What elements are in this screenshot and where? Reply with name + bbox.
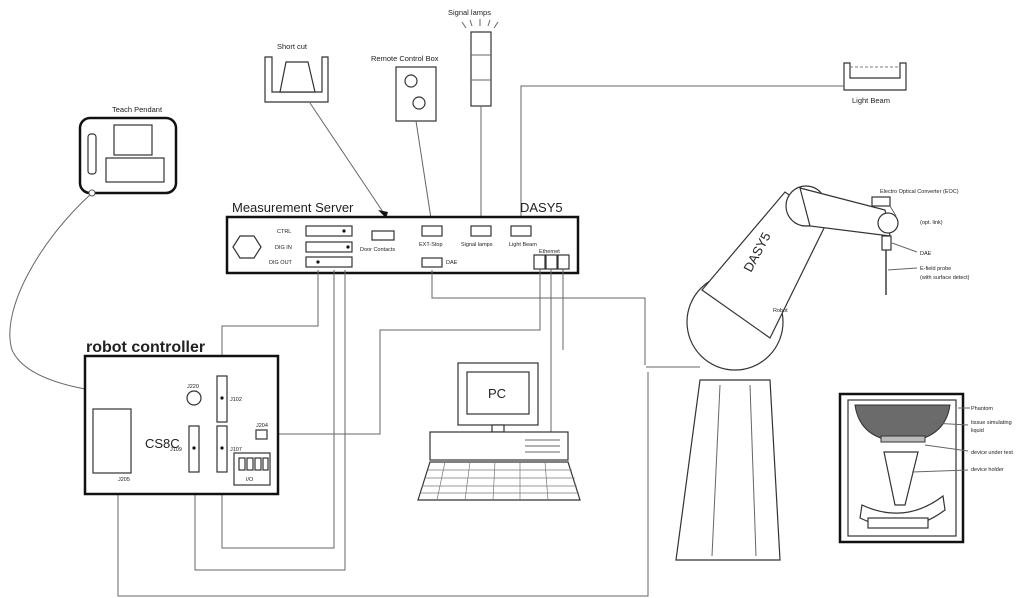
short-cut-label: Short cut [277,42,308,51]
signal-lamps-label: Signal lamps [448,8,491,17]
short-cut-switch-icon [264,56,329,103]
svg-text:CTRL: CTRL [277,229,291,235]
cs8c-label: CS8C [145,436,180,451]
svg-text:J220: J220 [187,384,199,390]
svg-text:Door Contacts: Door Contacts [360,247,395,253]
light-beam-label: Light Beam [852,96,890,105]
teach-pendant: Teach Pendant [9,105,189,399]
device-holder-label: device holder [971,467,1004,473]
robot-controller-label: robot controller [86,339,205,356]
device-under-test-label: device under test [971,450,1013,456]
port-door-contact [371,230,395,241]
port-j204 [255,429,268,440]
signal-lamps: Signal lamps [448,8,499,225]
svg-text:I/O: I/O [246,477,254,483]
e-field-probe-label: E-field probe [920,266,951,272]
svg-text:EXT-Stop: EXT-Stop [419,242,443,248]
measurement-server-label: Measurement Server [232,200,354,215]
controller-module-j205 [92,408,132,474]
svg-text:DAE: DAE [446,260,458,266]
port-ethernet [533,254,570,270]
device-under-test-icon [880,435,926,443]
port-estop [421,225,443,237]
port-dae [421,257,443,268]
svg-text:DIG IN: DIG IN [275,245,292,251]
svg-text:Ethernet: Ethernet [539,249,560,255]
port-dig-in [305,241,353,253]
signal-lamps-tower-icon [470,31,492,107]
robot-base-icon [675,379,781,561]
signal-lamps-rays-icon [461,19,499,29]
port-light-beam [510,225,532,237]
svg-text:Light Beam: Light Beam [509,242,537,248]
svg-text:J102: J102 [230,397,242,403]
svg-text:Signal lamps: Signal lamps [461,242,493,248]
dae-icon [881,235,892,251]
remote-control-box-label: Remote Control Box [371,54,439,63]
eoc-icon [871,196,891,207]
svg-text:J109: J109 [170,447,182,453]
port-j220 [186,390,202,406]
pc: PC [417,362,581,501]
svg-text:J205: J205 [118,477,130,483]
dae-label: DAE [920,251,932,257]
robot: Electro Optical Converter (EOC) (opt. li… [675,185,970,561]
pc-label: PC [488,386,506,401]
eoc-label: Electro Optical Converter (EOC) [880,189,959,195]
svg-text:DIG OUT: DIG OUT [269,260,293,266]
remote-control-box: Remote Control Box [371,54,439,226]
phantom: Phantom tissue simulating liquid device … [838,392,1013,544]
device-holder-arm-icon [883,451,919,506]
robot-controller: robot controller J220 J102 J205 CS8C J10… [83,339,280,496]
light-beam-sensor-icon [843,62,907,91]
port-signal-lamps [470,225,492,237]
controller-io-block [233,452,271,486]
pc-keyboard-icon [417,461,581,501]
opt-link-label: (opt. link) [920,220,943,226]
port-dig-out [305,256,353,268]
light-beam: Light Beam [520,62,907,225]
surface-detect-label: (with surface detect) [920,275,970,281]
measurement-server: Measurement Server DASY5 CTRL DIG IN DIG… [225,200,580,275]
tissue-liquid-label-2: liquid [971,428,984,434]
short-cut: Short cut [264,42,388,218]
port-ctrl [305,225,353,237]
dasy5-server-label: DASY5 [520,200,563,215]
svg-text:J204: J204 [256,423,268,429]
remote-control-box-icon [395,66,437,122]
phantom-label: Phantom [971,406,993,412]
tissue-liquid-label-1: tissue simulating [971,420,1012,426]
svg-text:J107: J107 [230,447,242,453]
server-power-socket-icon [232,235,262,259]
teach-pendant-label: Teach Pendant [112,105,163,114]
robot-label: Robot [773,308,788,314]
